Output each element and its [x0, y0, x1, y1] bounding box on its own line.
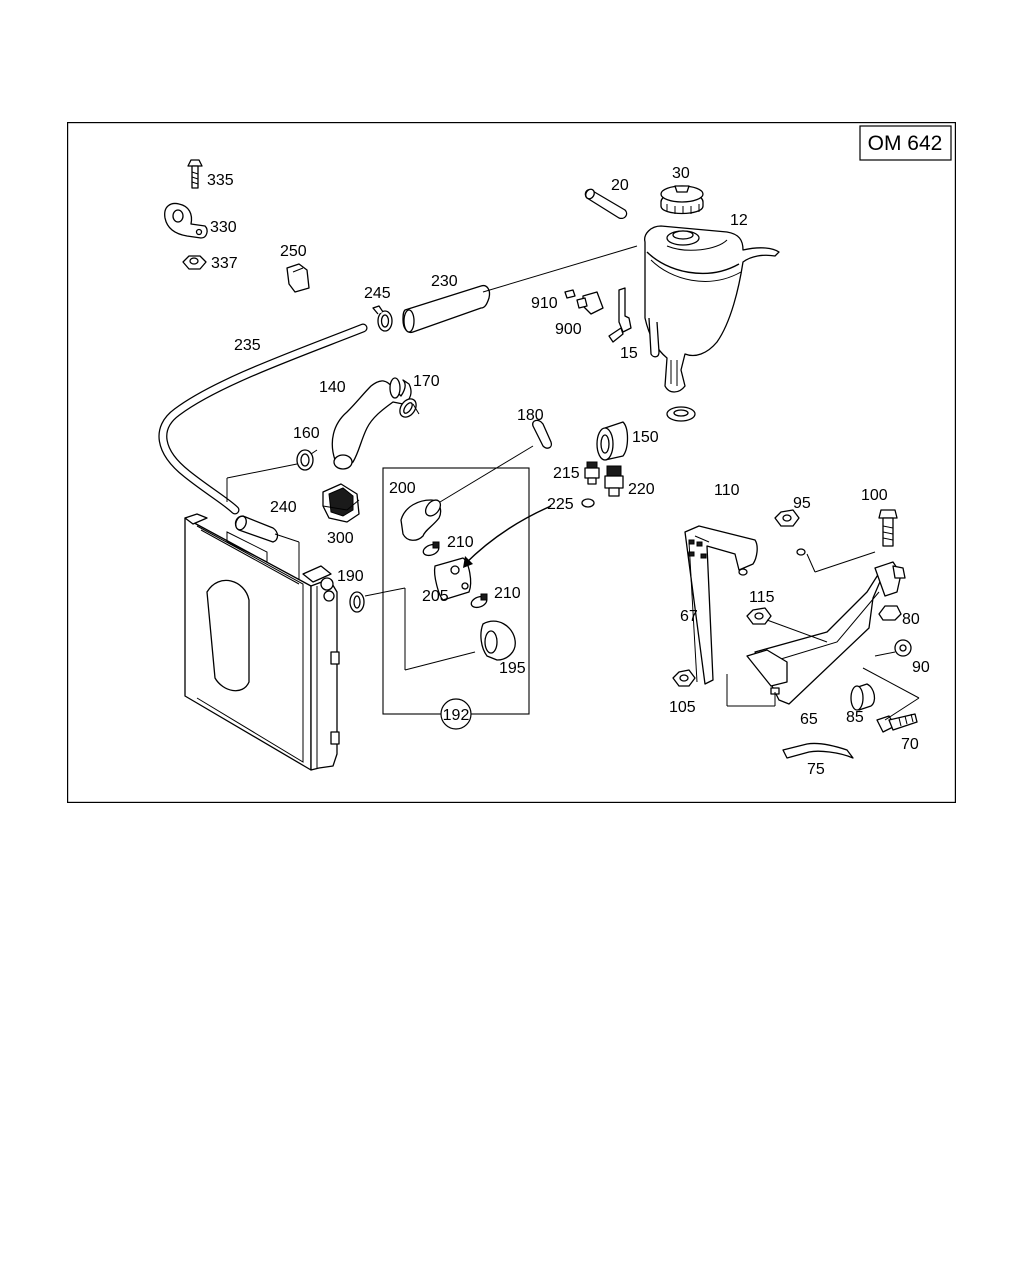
radiator-part	[184, 513, 340, 771]
label-190: 190	[337, 568, 364, 585]
nut-105-part	[672, 669, 696, 687]
label-225: 225	[547, 496, 574, 513]
label-250: 250	[280, 243, 307, 260]
label-12: 12	[730, 212, 748, 229]
label-192: 192	[443, 707, 470, 724]
label-100: 100	[861, 487, 888, 504]
label-245: 245	[364, 285, 391, 302]
nut-80-part	[878, 605, 902, 621]
parts-diagram: OM 642	[67, 122, 956, 803]
bolt-335-part	[187, 159, 203, 189]
flange-150-part	[596, 421, 629, 461]
label-70: 70	[901, 736, 919, 753]
label-67: 67	[680, 608, 698, 625]
hose-230-part	[402, 284, 491, 334]
label-30: 30	[672, 165, 690, 182]
label-230: 230	[431, 273, 458, 290]
label-20: 20	[611, 177, 629, 194]
expansion-tank-12-part	[644, 225, 780, 393]
label-235: 235	[234, 337, 261, 354]
washer-90-part	[894, 639, 912, 657]
hose-140-part	[331, 377, 412, 470]
sensor-220-part	[604, 465, 624, 497]
title-text: OM 642	[868, 132, 943, 155]
clip-180-part	[532, 419, 553, 449]
callout-labels: 335 330 337 250 245 230 235 140 170 160 …	[207, 165, 930, 778]
hose-195-part	[480, 620, 516, 661]
label-330: 330	[210, 219, 237, 236]
bracket-65-part	[746, 548, 906, 705]
label-15: 15	[620, 345, 638, 362]
hose-200-part	[400, 499, 442, 541]
bracket-67-part	[684, 525, 758, 685]
nut-337-part	[182, 255, 207, 270]
label-240: 240	[270, 499, 297, 516]
label-335: 335	[207, 172, 234, 189]
clamp-245-part	[372, 305, 393, 332]
bolt-100-part	[878, 509, 898, 547]
clamp-210a-part	[422, 541, 440, 557]
label-300: 300	[327, 530, 354, 547]
cap-910-part	[564, 289, 576, 299]
label-210-lower: 210	[494, 585, 521, 602]
label-215: 215	[553, 465, 580, 482]
clip-250-part	[286, 263, 310, 293]
hose-235-part	[158, 323, 368, 515]
label-180: 180	[517, 407, 544, 424]
strap-75-part	[782, 742, 854, 759]
nut-95-part	[774, 509, 800, 527]
label-195: 195	[499, 660, 526, 677]
label-110: 110	[714, 482, 740, 499]
label-105: 105	[669, 699, 696, 716]
bracket-300-part	[322, 483, 360, 523]
label-910: 910	[531, 295, 558, 312]
label-205: 205	[422, 588, 449, 605]
label-150: 150	[632, 429, 659, 446]
clamp-170-part	[399, 398, 420, 418]
sensor-15-part	[608, 287, 632, 343]
arrow-225-to-205	[464, 505, 552, 565]
clamp-190-part	[349, 591, 365, 613]
clamp-210b-part	[470, 593, 488, 609]
nut-115-part	[746, 607, 772, 625]
label-170: 170	[413, 373, 440, 390]
washer-225-part	[581, 498, 595, 508]
label-140: 140	[319, 379, 346, 396]
label-160: 160	[293, 425, 320, 442]
label-95: 95	[793, 495, 811, 512]
valve-900-part	[576, 291, 604, 315]
label-80: 80	[902, 611, 920, 628]
bushing-85-part	[850, 683, 876, 711]
bolt-70-part	[876, 713, 918, 733]
arrow-head-icon	[463, 556, 473, 568]
leader-lines	[226, 245, 920, 721]
label-210-upper: 210	[447, 534, 474, 551]
hose-240-part	[234, 515, 279, 543]
hose-20-part	[584, 188, 628, 220]
diagram-border	[67, 122, 956, 803]
parts-diagram-svg: OM 642	[67, 122, 956, 803]
label-75: 75	[807, 761, 825, 778]
seal-ring-part	[666, 406, 696, 422]
label-65: 65	[800, 711, 818, 728]
cap-30-part	[660, 185, 704, 215]
label-337: 337	[211, 255, 238, 272]
label-90: 90	[912, 659, 930, 676]
label-85: 85	[846, 709, 864, 726]
label-220: 220	[628, 481, 655, 498]
label-900: 900	[555, 321, 582, 338]
label-200: 200	[389, 480, 416, 497]
label-115: 115	[749, 589, 775, 606]
clamp-330-part	[164, 202, 208, 239]
title-box	[859, 125, 952, 161]
sensor-215-part	[584, 461, 600, 485]
clamp-160-part	[296, 449, 318, 471]
group-192-circle	[440, 698, 472, 730]
